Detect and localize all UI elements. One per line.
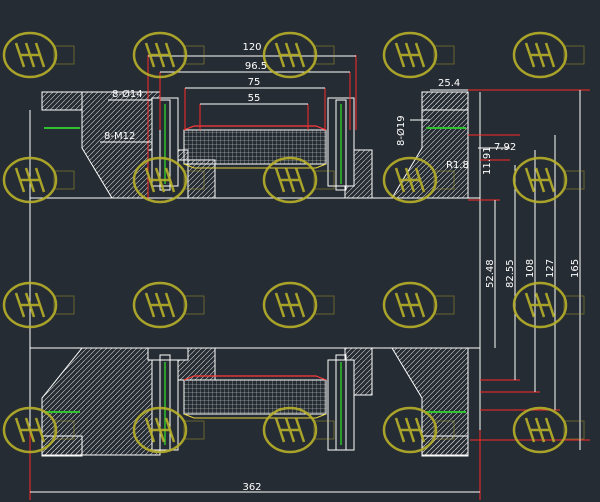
label-bolt-hole: 8-Ø14 [112, 88, 143, 100]
watermark-logo [132, 406, 205, 454]
dim-25-4: 25.4 [438, 78, 460, 89]
watermark-logo [512, 281, 585, 329]
watermark-logo [512, 156, 585, 204]
watermark-layer [2, 31, 585, 454]
watermark-logo [132, 31, 205, 79]
dim-75: 75 [248, 77, 261, 88]
label-bolt-thread: 8-M12 [104, 131, 135, 142]
dim-96-5: 96.5 [245, 61, 267, 72]
watermark-logo [512, 406, 585, 454]
watermark-logo [262, 281, 335, 329]
watermark-logo [262, 31, 335, 79]
watermark-logo [2, 406, 75, 454]
dim-165: 165 [570, 259, 581, 278]
watermark-logo [132, 156, 205, 204]
watermark-logo [512, 31, 585, 79]
dim-7-92: 7.92 [494, 142, 516, 153]
watermark-logo [262, 406, 335, 454]
dim-362: 362 [242, 482, 261, 493]
dim-120: 120 [242, 42, 261, 53]
dim-108: 108 [525, 259, 536, 278]
dim-82-55: 82.55 [505, 259, 516, 288]
watermark-logo [2, 281, 75, 329]
watermark-logo [382, 31, 455, 79]
top-gasket [183, 125, 327, 169]
watermark-logo [2, 31, 75, 79]
dim-r1-8: R1.8 [446, 160, 469, 171]
dim-11-91: 11.91 [482, 146, 493, 175]
watermark-logo [262, 156, 335, 204]
bottom-gasket [183, 375, 327, 419]
watermark-logo [382, 156, 455, 204]
label-side-holes: 8-Ø19 [395, 115, 407, 146]
dim-52-48: 52.48 [485, 259, 496, 288]
dim-55: 55 [248, 93, 261, 104]
dim-127: 127 [545, 259, 556, 278]
dim-lines-white [30, 55, 581, 493]
watermark-logo [132, 281, 205, 329]
watermark-logo [2, 156, 75, 204]
watermark-logo [382, 406, 455, 454]
bottom-bolts [44, 354, 466, 451]
watermark-logo [382, 281, 455, 329]
